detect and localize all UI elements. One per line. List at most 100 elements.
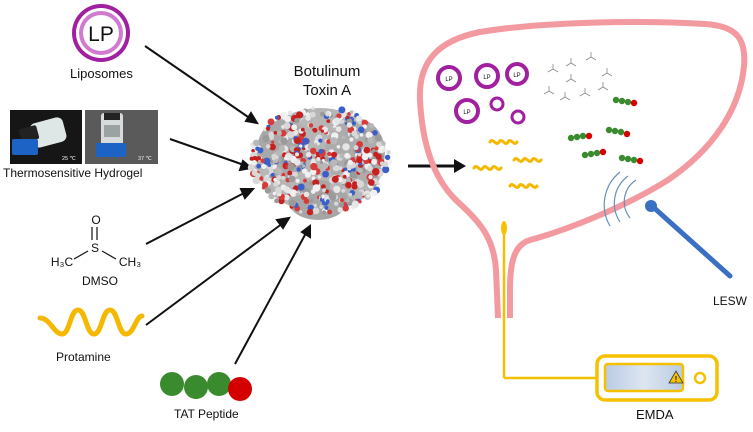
molecule-atom [299,210,303,214]
molecule-atom [343,167,348,172]
molecule-atom [277,130,282,136]
molecule-atom [346,178,351,184]
molecule-atom [271,153,278,160]
molecule-atom [341,188,346,193]
molecule-atom [317,175,322,179]
molecule-atom [312,127,318,133]
molecule-atom [362,124,367,129]
molecule-atom [338,166,343,171]
molecule-atom [322,210,327,215]
molecule-atom [290,183,295,188]
molecule-atom [274,115,279,120]
molecule-atom [331,175,339,183]
molecule-atom [265,126,271,131]
molecule-atom [330,159,338,167]
molecule-atom [310,162,318,171]
molecule-atom [247,163,255,171]
molecule-atom [303,178,307,183]
molecule-atom [257,147,264,154]
molecule-atom [270,172,275,177]
lesw-label: LESW [713,294,748,308]
molecule-atom [273,181,279,187]
molecule-atom [369,123,374,129]
hydrogel-label: Thermosensitive Hydrogel [3,166,143,180]
hydrogel-photo-37: 37 ℃ [85,110,158,164]
molecule-atom [300,127,305,132]
molecule-atom [296,167,301,172]
tat-peptide-label: TAT Peptide [174,407,239,421]
molecule-atom [342,143,350,151]
molecule-atom [305,151,312,158]
molecule-atom [283,122,291,130]
molecule-atom [287,131,295,139]
molecule-atom [312,207,320,215]
warning-icon: ! [668,370,684,384]
molecule-atom [262,135,270,143]
molecule-atom [267,163,272,168]
molecule-atom [267,118,275,126]
lesw-probe [603,171,733,279]
molecule-atom [384,154,391,160]
molecule-atom [252,176,260,185]
bladder-lp-label-3: LP [513,73,520,79]
molecule-atom [339,153,345,159]
molecule-atom [301,164,306,168]
molecule-atom [375,134,382,141]
molecule-atom [336,113,342,119]
molecule-atom [293,171,298,177]
molecule-atom [280,160,284,164]
molecule-atom [316,157,321,161]
molecule-atom [346,122,353,128]
liposome-icon: LP [72,4,130,62]
hydrogel-photo-25: 25 ℃ [10,110,82,164]
molecule-atom [382,166,390,174]
molecule-atom [253,139,260,146]
molecule-atom [284,194,290,201]
molecule-atom [318,148,324,154]
molecule-atom [289,199,296,207]
molecule-atom [359,133,364,137]
molecule-atom [324,189,329,194]
toxin-title-line1: Botulinum [293,63,361,80]
molecule-atom [296,111,303,119]
molecule-atom [351,183,358,190]
molecule-atom [339,198,344,203]
molecule-atom [338,106,346,114]
dmso-methyl-left: H₃C [51,255,74,269]
molecule-atom [288,175,296,183]
molecule-atom [355,115,363,123]
molecule-atom [361,153,369,161]
molecule-atom [374,146,379,151]
molecule-atom [327,209,332,215]
dmso-oxygen: O [91,213,100,227]
molecule-atom [314,143,318,147]
molecule-atom [367,152,373,158]
molecule-atom [337,206,344,213]
molecule-atom [268,131,275,138]
molecule-atom [274,198,279,204]
molecule-atom [311,176,316,181]
molecule-atom [269,143,276,151]
bladder-liposomes: LP LP LP LP [436,62,529,125]
bladder-lp-label-1: LP [445,77,452,83]
molecule-atom [289,189,298,197]
molecule-atom [320,111,325,117]
molecule-atom [320,129,324,133]
molecule-atom [349,137,354,142]
molecule-atom [308,123,314,128]
molecule-atom [324,157,329,162]
molecule-atom [260,158,265,163]
bladder-wall [416,19,748,319]
molecule-atom [251,160,257,166]
molecule-atom [338,202,344,208]
molecule-atom [358,200,362,204]
molecule-atom [276,175,282,180]
tat-peptide-beads [160,372,252,401]
hydrogel-temp-high: 37 ℃ [138,156,153,162]
molecule-atom [375,153,382,160]
molecule-atom [367,137,374,144]
molecule-atom [300,118,308,126]
molecule-atom [271,140,275,144]
emda-label: EMDA [636,407,674,422]
molecule-atom [311,106,315,110]
